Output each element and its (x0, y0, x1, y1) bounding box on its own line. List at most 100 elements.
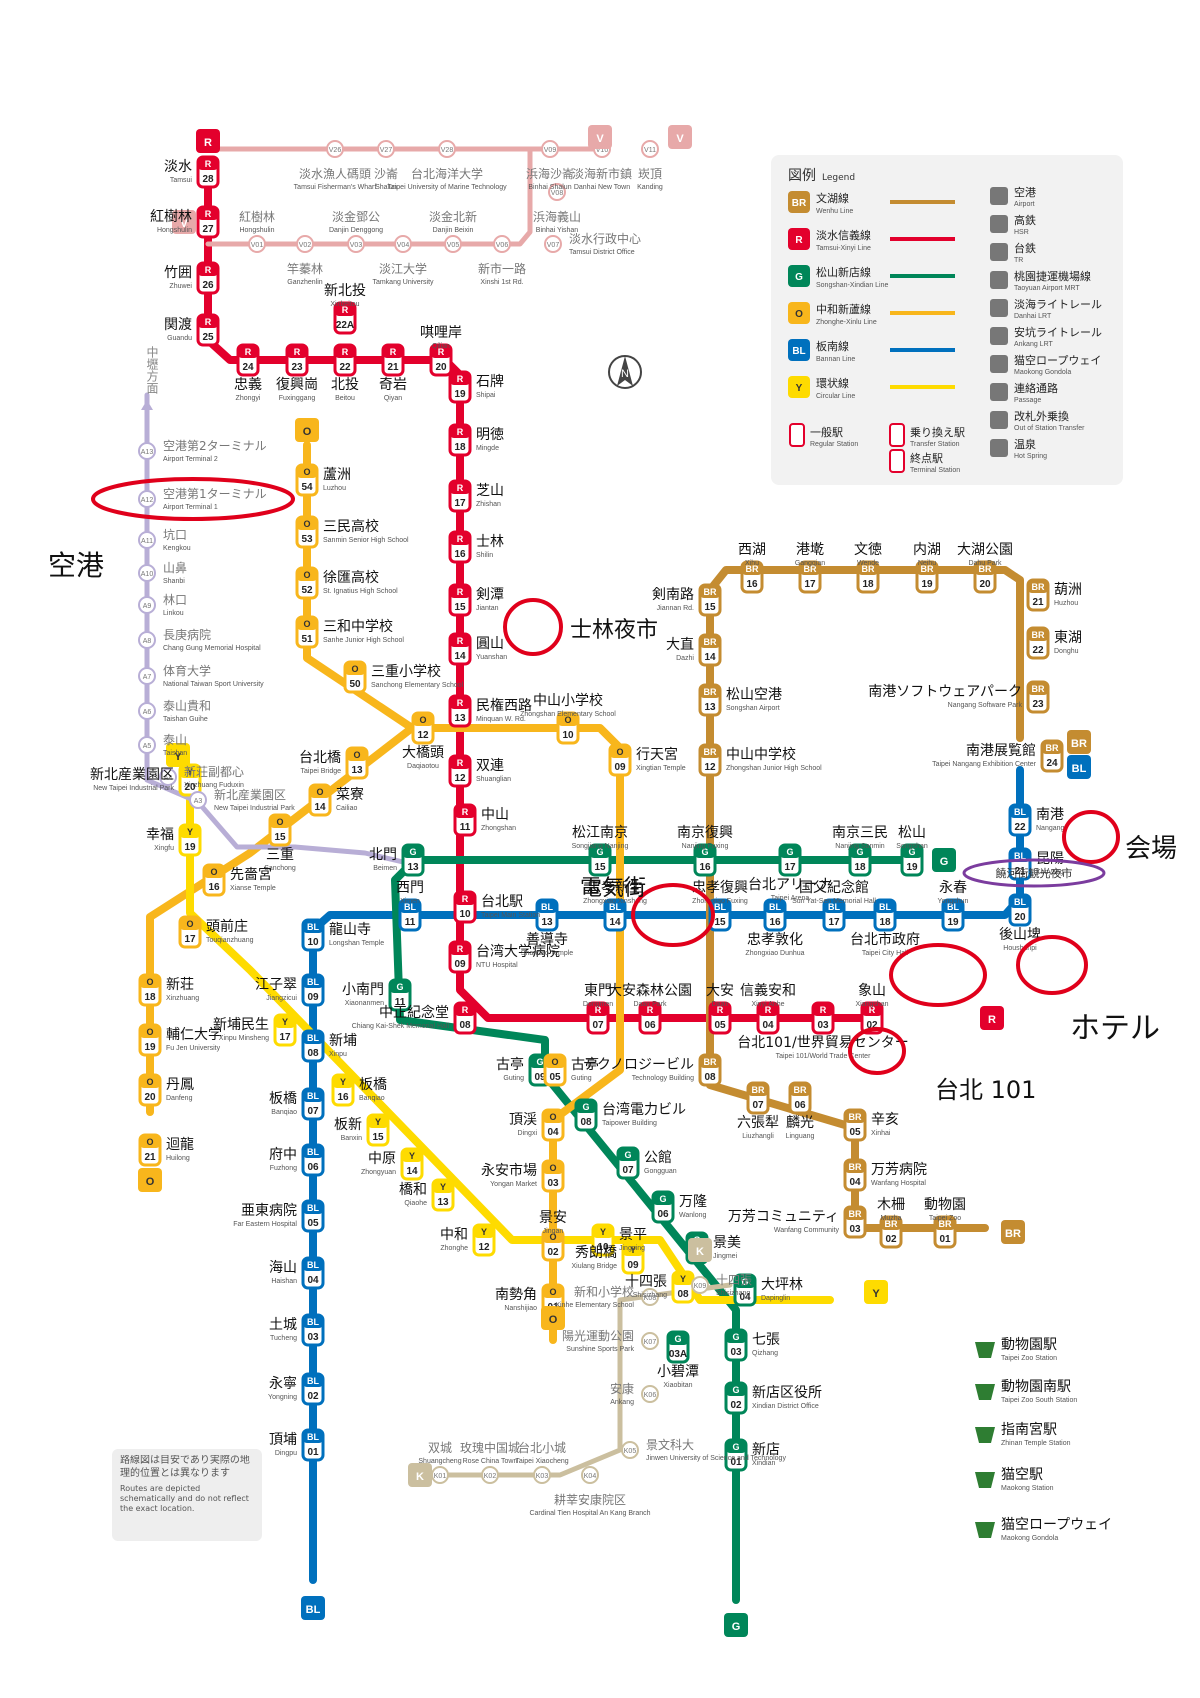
station-v-05[interactable]: V05 (444, 235, 462, 253)
station-r-10[interactable]: R10 (453, 890, 477, 924)
station-y-15[interactable]: Y15 (366, 1113, 390, 1147)
station-r-04[interactable]: R04 (756, 1001, 780, 1035)
station-r-19[interactable]: R19 (448, 370, 472, 404)
station-r-13[interactable]: R13 (448, 694, 472, 728)
station-r-24[interactable]: R24 (236, 343, 260, 377)
station-o-16[interactable]: O16 (202, 863, 226, 897)
station-a-4[interactable]: A4 (159, 768, 177, 786)
station-r-09[interactable]: R09 (448, 940, 472, 974)
station-g-17[interactable]: G17 (778, 843, 802, 877)
station-gondola[interactable] (975, 1427, 995, 1443)
station-k-09[interactable]: K09 (691, 1276, 709, 1294)
station-a-5[interactable]: A5 (138, 736, 156, 754)
station-g-01[interactable]: G01 (724, 1438, 748, 1472)
station-y-12[interactable]: Y12 (472, 1223, 496, 1257)
station-r-11[interactable]: R11 (453, 803, 477, 837)
station-o-12[interactable]: O12 (411, 711, 435, 745)
station-v-03[interactable]: V03 (347, 235, 365, 253)
station-o-10[interactable]: O10 (556, 711, 580, 745)
station-a-13[interactable]: A13 (138, 442, 156, 460)
station-o-52[interactable]: O52 (295, 566, 319, 600)
station-v-08[interactable]: V08 (548, 183, 566, 201)
station-g-13[interactable]: G13 (401, 843, 425, 877)
station-r-26[interactable]: R26 (196, 261, 220, 295)
station-k-06[interactable]: K06 (641, 1385, 659, 1403)
station-gondola[interactable] (975, 1522, 995, 1538)
station-g-15[interactable]: G15 (588, 843, 612, 877)
station-o-14[interactable]: O14 (308, 783, 332, 817)
station-r-07[interactable]: R07 (586, 1001, 610, 1035)
station-y-10[interactable]: Y10 (591, 1223, 615, 1257)
station-g-06[interactable]: G06 (651, 1190, 675, 1224)
station-o-20[interactable]: O20 (138, 1073, 162, 1107)
station-a-10[interactable]: A10 (138, 564, 156, 582)
station-k-08[interactable]: K08 (641, 1288, 659, 1306)
station-o-15[interactable]: O15 (268, 813, 292, 847)
station-y-20[interactable]: Y20 (178, 763, 202, 797)
station-g-03[interactable]: G03 (724, 1328, 748, 1362)
station-g-04[interactable]: G04 (733, 1273, 757, 1307)
station-o-18[interactable]: O18 (138, 973, 162, 1007)
station-k-04[interactable]: K04 (581, 1466, 599, 1484)
station-o-02[interactable]: O02 (541, 1228, 565, 1262)
station-y-19[interactable]: Y19 (178, 823, 202, 857)
station-v-06[interactable]: V06 (493, 235, 511, 253)
station-k-05[interactable]: K05 (621, 1441, 639, 1459)
station-y-13[interactable]: Y13 (431, 1178, 455, 1212)
station-r-22[interactable]: R22 (333, 343, 357, 377)
station-gondola[interactable] (975, 1342, 995, 1358)
station-a-8[interactable]: A8 (138, 631, 156, 649)
station-g-16[interactable]: G16 (693, 843, 717, 877)
station-r-08[interactable]: R08 (453, 1001, 477, 1035)
station-gondola[interactable] (975, 1472, 995, 1488)
station-v-04[interactable]: V04 (394, 235, 412, 253)
station-v-28[interactable]: V28 (438, 140, 456, 158)
station-r-06[interactable]: R06 (638, 1001, 662, 1035)
station-v-01[interactable]: V01 (248, 235, 266, 253)
station-g-08[interactable]: G08 (574, 1098, 598, 1132)
station-o-03[interactable]: O03 (541, 1159, 565, 1193)
station-o-50[interactable]: O50 (343, 660, 367, 694)
station-v-07[interactable]: V07 (544, 235, 562, 253)
station-o-51[interactable]: O51 (295, 615, 319, 649)
station-g-11[interactable]: G11 (388, 978, 412, 1012)
station-k-02[interactable]: K02 (481, 1466, 499, 1484)
station-r-28[interactable]: R28 (196, 155, 220, 189)
station-g-02[interactable]: G02 (724, 1381, 748, 1415)
station-k-01[interactable]: K01 (431, 1466, 449, 1484)
station-a-7[interactable]: A7 (138, 667, 156, 685)
station-v-09[interactable]: V09 (541, 140, 559, 158)
station-g-18[interactable]: G18 (848, 843, 872, 877)
station-r-21[interactable]: R21 (381, 343, 405, 377)
station-v-02[interactable]: V02 (296, 235, 314, 253)
